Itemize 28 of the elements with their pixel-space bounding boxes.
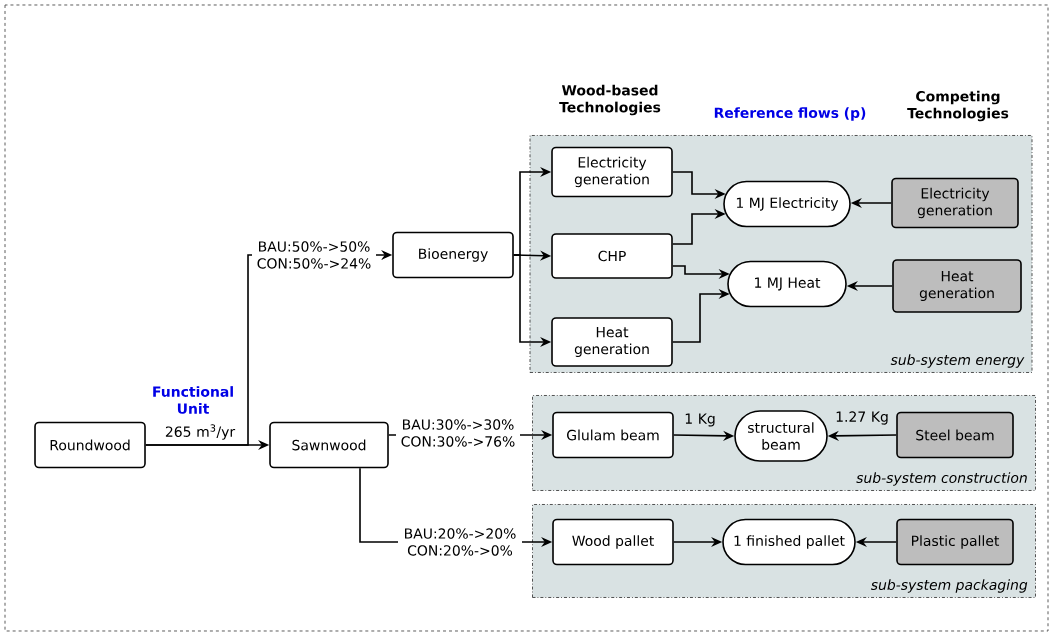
- edge-label: 265 m$^{3}$/yr: [165, 424, 236, 440]
- process-box: Glulam beam: [552, 411, 674, 459]
- reference-flow-pill: 1 finished pallet: [722, 518, 856, 566]
- heading: Competing Technologies: [907, 90, 1009, 122]
- process-box: Roundwood: [34, 421, 146, 469]
- edge-label: BAU:20%->20% CON:20%->0%: [398, 527, 522, 557]
- reference-flow-pill: 1 MJ Electricity: [723, 180, 851, 228]
- edge-label: BAU:50%->50% CON:50%->24%: [252, 240, 376, 270]
- competing-box: Plastic pallet: [896, 518, 1014, 566]
- panel-caption: sub-system construction: [856, 472, 1027, 486]
- edge-label: 1.27 Kg: [836, 411, 888, 425]
- process-box: Wood pallet: [552, 518, 674, 566]
- edge-label: BAU:30%->30% CON:30%->76%: [396, 418, 520, 448]
- reference-flow-pill: 1 MJ Heat: [727, 260, 847, 308]
- competing-box: Heat generation: [892, 259, 1022, 313]
- heading: Reference flows (p): [714, 107, 866, 121]
- edge-label: 1 Kg: [685, 413, 715, 427]
- heading: Wood-based Technologies: [559, 84, 661, 116]
- process-box: Heat generation: [551, 317, 673, 367]
- process-box: Sawnwood: [269, 421, 389, 469]
- panel-caption: sub-system packaging: [870, 579, 1028, 593]
- heading: Functional Unit: [153, 386, 233, 414]
- process-box: CHP: [551, 233, 673, 279]
- competing-box: Electricity generation: [891, 177, 1019, 229]
- panel-caption: sub-system energy: [890, 354, 1025, 368]
- process-box: Bioenergy: [392, 231, 514, 279]
- competing-box: Steel beam: [896, 411, 1014, 459]
- process-box: Electricity generation: [551, 146, 673, 198]
